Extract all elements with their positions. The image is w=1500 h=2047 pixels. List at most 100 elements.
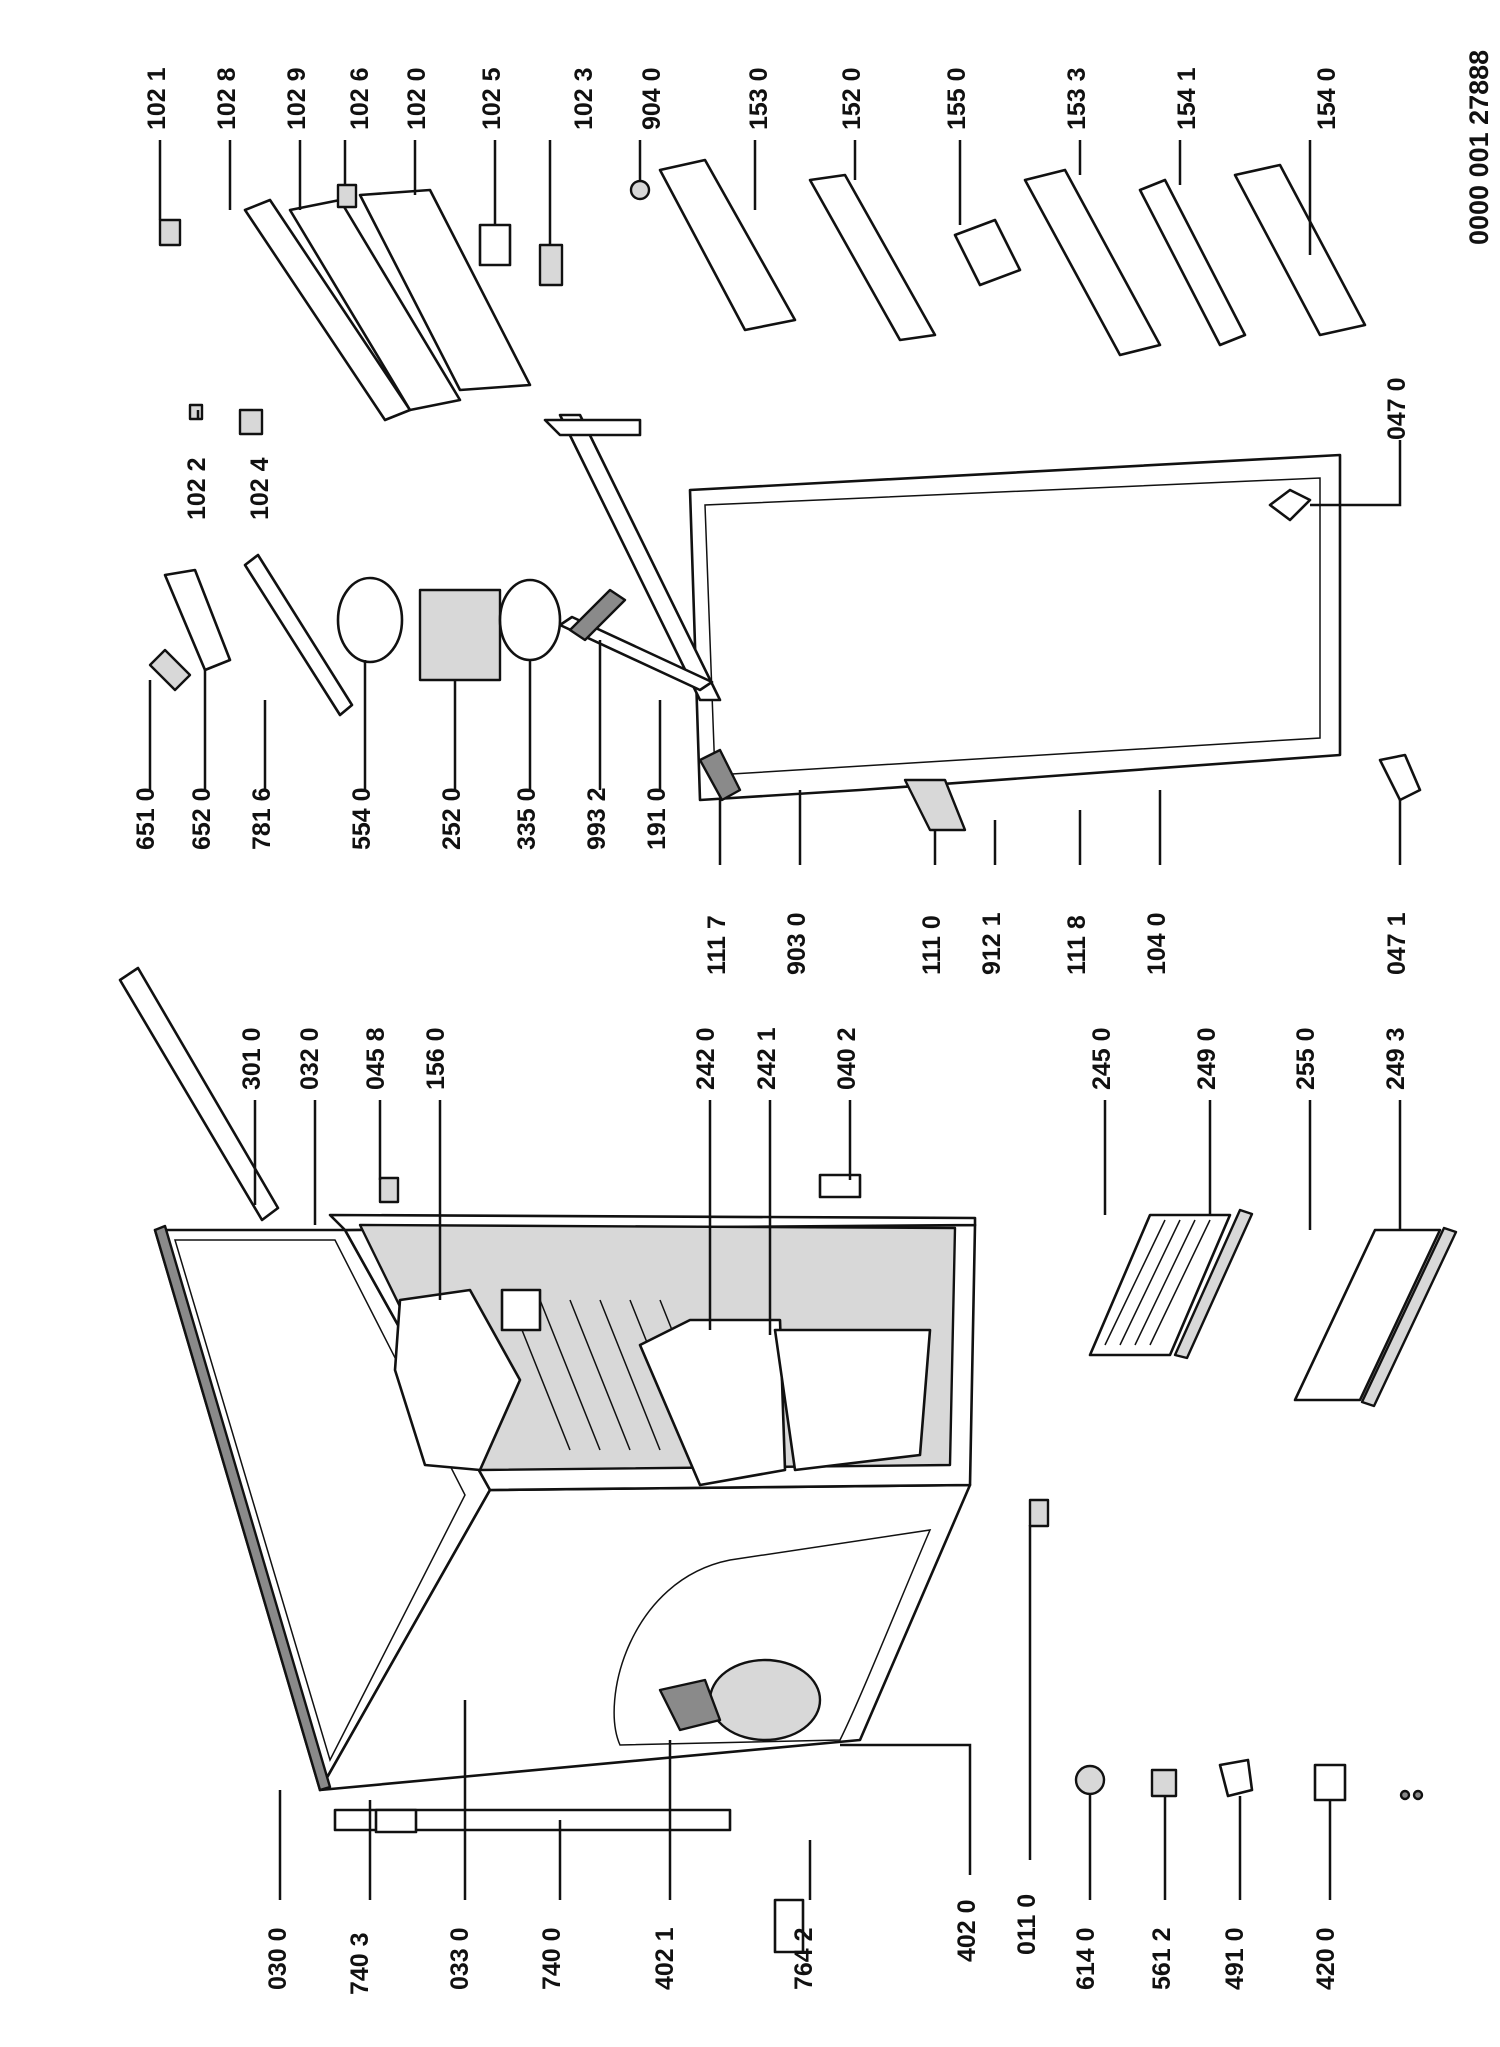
lamp-cover-3350: [498, 578, 562, 662]
label-7642: 764 2: [790, 1927, 818, 1990]
glass-shelf: [1293, 1228, 1442, 1402]
label-1910: 191 0: [643, 787, 671, 850]
label-1023: 102 3: [570, 67, 598, 130]
door-inner-panel: [704, 477, 1321, 776]
egg-tray-1550: [953, 218, 1022, 287]
label-5612: 561 2: [1148, 1927, 1176, 1990]
gasket-strip-1910: [558, 615, 714, 692]
label-0300: 030 0: [264, 1927, 292, 1990]
label-0458: 045 8: [362, 1027, 390, 1090]
label-1021: 102 1: [143, 67, 171, 130]
label-1533: 153 3: [1063, 67, 1091, 130]
stop-0471: [1378, 753, 1422, 802]
knob-5540: [336, 576, 404, 664]
sensor-9932: [568, 588, 627, 642]
capillary-7816: [243, 553, 354, 717]
label-4200: 420 0: [1312, 1927, 1340, 1990]
label-7816: 781 6: [248, 787, 276, 850]
label-0471: 047 1: [1383, 912, 1411, 975]
bracket-6520: [163, 568, 232, 672]
condenser-coil: [333, 1808, 732, 1832]
label-5540: 554 0: [348, 787, 376, 850]
label-1028: 102 8: [213, 67, 241, 130]
label-9121: 912 1: [978, 912, 1006, 975]
label-1540: 154 0: [1313, 67, 1341, 130]
flap-panel-1020: [358, 188, 532, 392]
part-6140: [1074, 1764, 1106, 1796]
label-1040: 104 0: [1143, 912, 1171, 975]
part-4200: [1313, 1763, 1347, 1802]
document-code: 0000 001 27888: [1464, 50, 1494, 245]
spring-1024: [238, 408, 264, 436]
balcony-1533: [1023, 168, 1162, 357]
label-6510: 651 0: [132, 787, 160, 850]
label-4021: 402 1: [651, 1927, 679, 1990]
accessory-parts: [1074, 1758, 1424, 1802]
label-0320: 032 0: [296, 1027, 324, 1090]
label-7403: 740 3: [346, 1932, 374, 1995]
label-3010: 301 0: [238, 1027, 266, 1090]
crisper-box-lower: [773, 1328, 932, 1472]
label-1025: 102 5: [478, 67, 506, 130]
compressor: [708, 1658, 822, 1742]
hinge-bracket: [818, 1173, 862, 1199]
drip-tray: [374, 1808, 418, 1834]
hinge-1021: [158, 218, 182, 247]
label-4020: 402 0: [953, 1899, 981, 1962]
label-0402: 040 2: [833, 1027, 861, 1090]
clip-1026: [336, 183, 358, 209]
cabinet-top-inner: [173, 1239, 466, 1763]
screw-0458: [378, 1176, 400, 1204]
hinge-1110: [903, 778, 967, 832]
label-1026: 102 6: [346, 67, 374, 130]
part-5612: [1150, 1768, 1178, 1798]
thermostat-2520: [418, 588, 502, 682]
label-2421: 242 1: [753, 1027, 781, 1090]
label-1025: [478, 223, 512, 267]
label-1022: 102 2: [183, 457, 211, 520]
balcony-1530: [658, 158, 797, 332]
label-9030: 903 0: [783, 912, 811, 975]
switch-6510: [148, 648, 192, 692]
label-9040: 904 0: [638, 67, 666, 130]
shelf-trim-2490: [1173, 1208, 1254, 1360]
part-labels: 030 0 740 3 033 0 740 0 402 1 764 2 614 …: [132, 67, 1411, 1995]
label-6140: 614 0: [1072, 1927, 1100, 1990]
label-7400: 740 0: [538, 1927, 566, 1990]
latch-1023: [538, 243, 564, 287]
pin-1022: [188, 403, 204, 421]
balcony-1540: [1233, 163, 1367, 337]
label-1110: 111 0: [918, 915, 946, 975]
control-parts: [148, 553, 627, 717]
label-1117: 111 7: [703, 915, 731, 975]
foot-screw: [1028, 1498, 1050, 1528]
lamp-unit: [500, 1288, 542, 1332]
relay-box: [658, 1678, 722, 1732]
bottle-rail-1541: [1138, 178, 1247, 347]
door-assembly: [543, 413, 1422, 832]
label-0110: 011 0: [1013, 1894, 1041, 1955]
door-handle-1117: [698, 748, 742, 802]
label-1541: 154 1: [1173, 67, 1201, 130]
label-2420: 242 0: [692, 1027, 720, 1090]
freezer-compartment: [393, 1288, 522, 1472]
label-2520: 252 0: [438, 787, 466, 850]
cabinet-assembly: [118, 966, 1050, 1954]
label-1530: 153 0: [745, 67, 773, 130]
crisper-box-upper: [638, 1318, 787, 1487]
shelf-grids: [1088, 1208, 1458, 1408]
balcony-1520: [808, 173, 937, 342]
door-balconies: [658, 158, 1367, 357]
part-4910: [1218, 1758, 1254, 1798]
label-1020: 102 0: [403, 67, 431, 130]
screw-9040: [629, 179, 651, 201]
label-2550: 255 0: [1292, 1027, 1320, 1090]
stop-0470: [1268, 488, 1312, 522]
label-1024: 102 4: [246, 457, 274, 520]
label-1520: 152 0: [838, 67, 866, 130]
label-9932: 993 2: [583, 787, 611, 850]
control-panel-bar: [118, 966, 280, 1222]
flap-frame-1029: [288, 198, 462, 412]
label-1560: 156 0: [422, 1027, 450, 1090]
label-2450: 245 0: [1088, 1027, 1116, 1090]
